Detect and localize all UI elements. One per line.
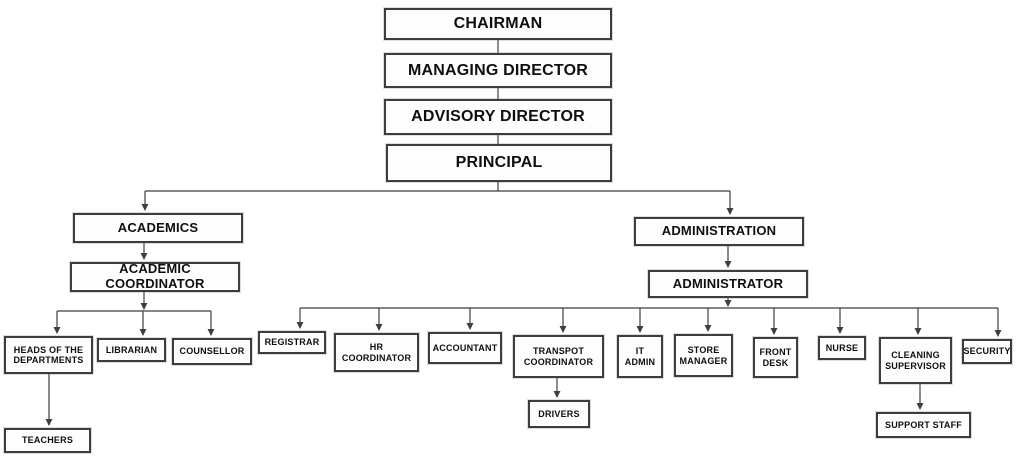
org-node-hr-coordinator: HR COORDINATOR (334, 333, 419, 372)
org-node-principal: PRINCIPAL (386, 144, 612, 182)
org-node-librarian: LIBRARIAN (97, 338, 166, 362)
org-node-transpot-coordinator: TRANSPOT COORDINATOR (513, 335, 604, 378)
org-node-administrator: ADMINISTRATOR (648, 270, 808, 298)
org-node-nurse: NURSE (818, 336, 866, 360)
org-node-chairman: CHAIRMAN (384, 8, 612, 40)
org-node-academics: ACADEMICS (73, 213, 243, 243)
org-node-accountant: ACCOUNTANT (428, 332, 502, 364)
org-node-academic-coordinator: ACADEMIC COORDINATOR (70, 262, 240, 292)
org-node-front-desk: FRONT DESK (753, 337, 798, 378)
org-node-store-manager: STORE MANAGER (674, 334, 733, 377)
org-node-support-staff: SUPPORT STAFF (876, 412, 971, 438)
org-node-advisory-director: ADVISORY DIRECTOR (384, 99, 612, 135)
org-node-administration: ADMINISTRATION (634, 217, 804, 246)
org-node-security: SECURITY (962, 339, 1012, 364)
org-node-teachers: TEACHERS (4, 428, 91, 453)
org-node-it-admin: IT ADMIN (617, 335, 663, 378)
org-node-drivers: DRIVERS (528, 400, 590, 428)
org-node-managing-director: MANAGING DIRECTOR (384, 53, 612, 88)
org-node-heads-of-the-departments: HEADS OF THE DEPARTMENTS (4, 336, 93, 374)
org-node-cleaning-supervisor: CLEANING SUPERVISOR (879, 337, 952, 384)
org-node-counsellor: COUNSELLOR (172, 338, 252, 365)
org-node-registrar: REGISTRAR (258, 331, 326, 354)
